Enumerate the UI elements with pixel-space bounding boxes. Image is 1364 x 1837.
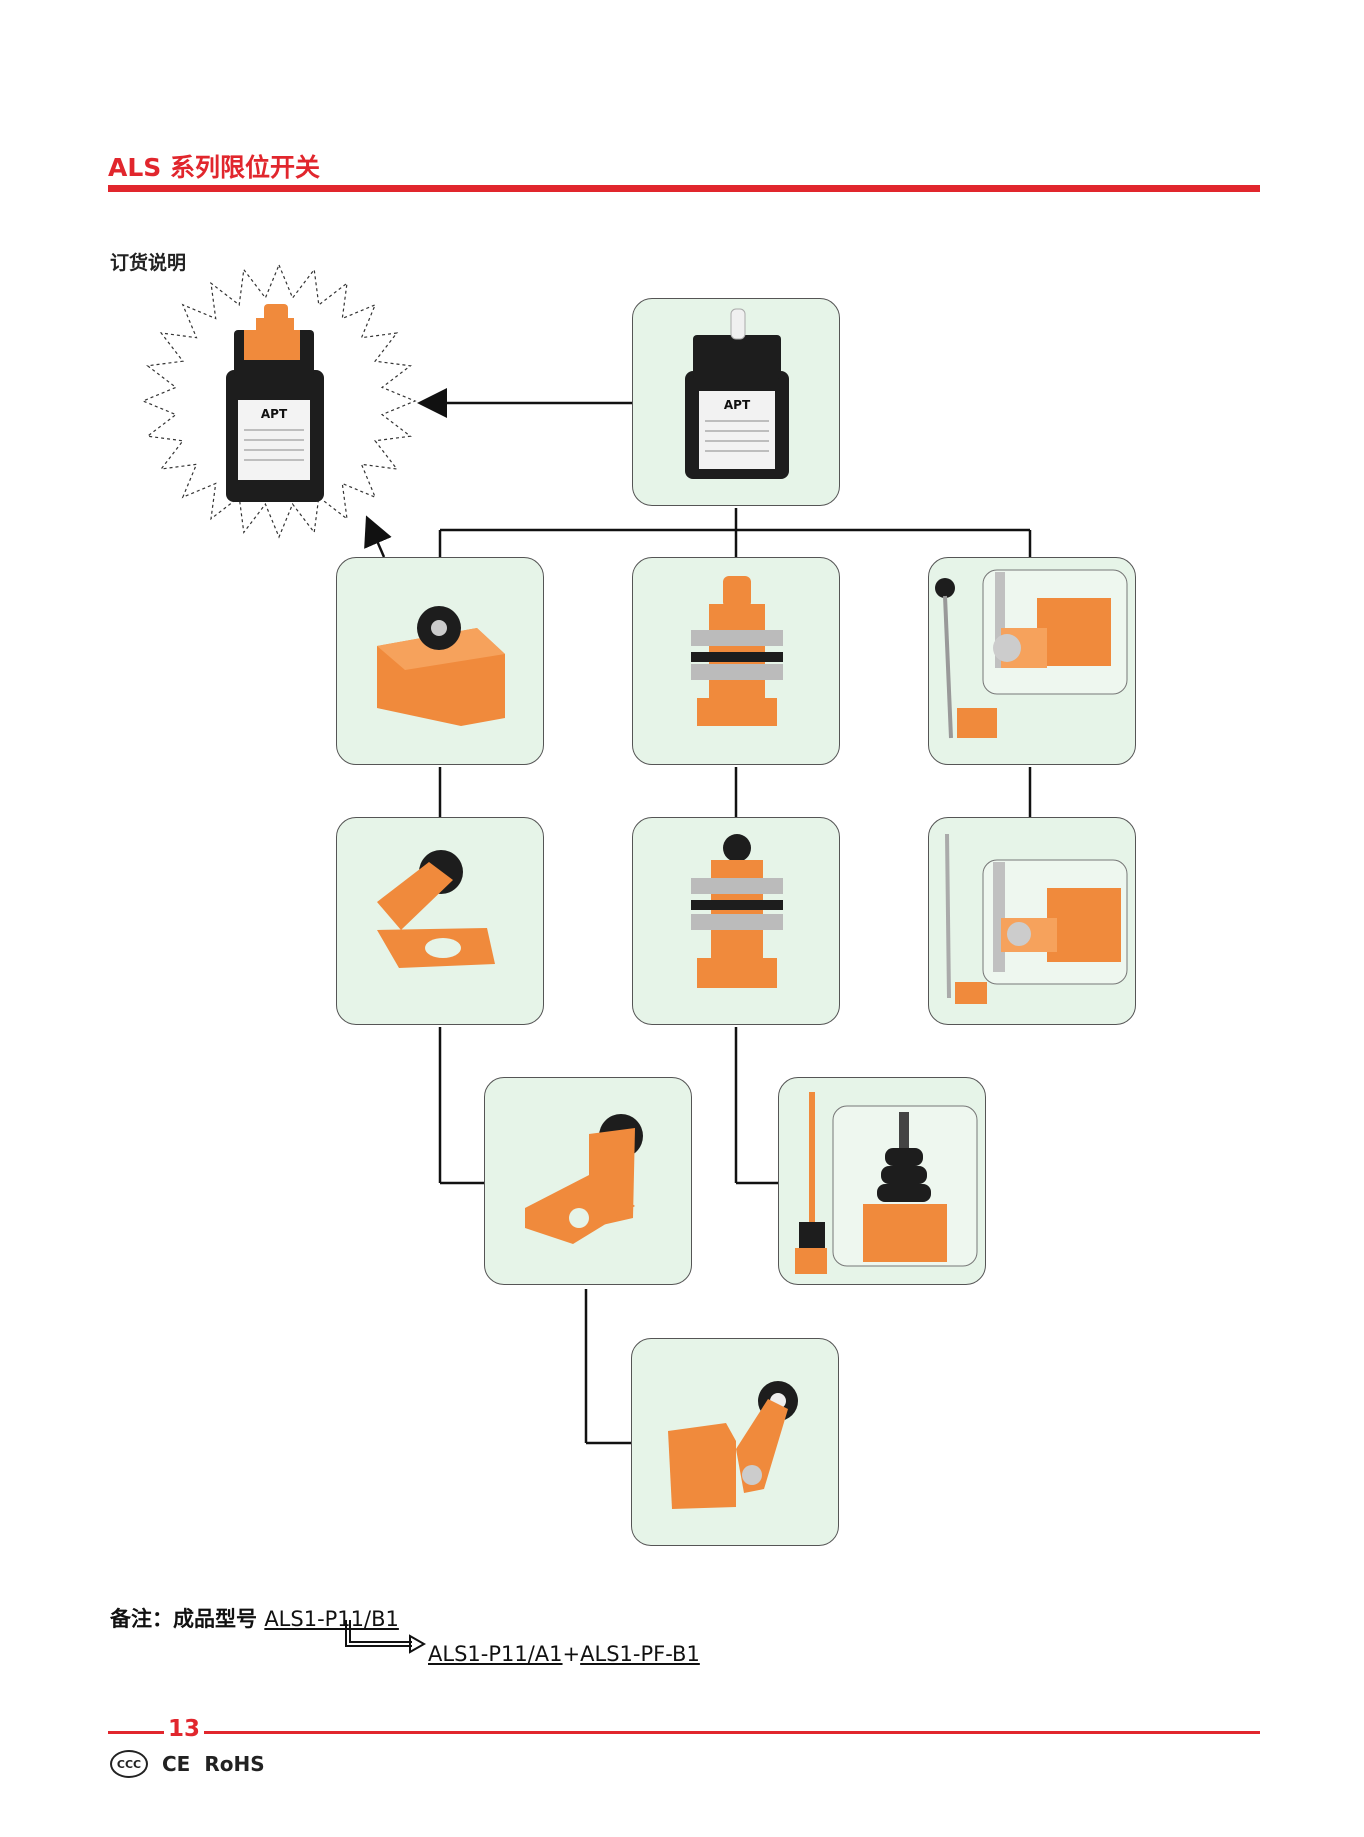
base-switch-box[interactable]: APT [632, 298, 840, 506]
spring-rod-image [795, 1092, 978, 1274]
panel-plunger-image [691, 576, 783, 726]
brand-label: APT [724, 398, 751, 412]
adjustable-rod-lever-image [935, 569, 1128, 739]
page-number: 13 [168, 1716, 201, 1742]
note-part-a: ALS1-P11/A1 [428, 1642, 563, 1666]
roller-plunger-head-image [377, 606, 505, 726]
note-part-b: ALS1-PF-B1 [580, 1642, 700, 1666]
actuator-straight-rod-box[interactable] [928, 817, 1136, 1025]
footer-rule-left [108, 1731, 164, 1734]
note-label: 备注：成品型号 [110, 1607, 257, 1631]
actuator-spring-rod-box[interactable] [778, 1077, 986, 1285]
rohs-mark: RoHS [204, 1752, 265, 1776]
straight-rod-lever-image [945, 833, 1128, 1004]
brand-label: APT [261, 407, 288, 421]
rotary-lever-image [668, 1381, 798, 1509]
actuator-rotary-lever-box[interactable] [631, 1338, 839, 1546]
actuator-plunger-nut-box[interactable] [632, 557, 840, 765]
split-arrow-icon [345, 1620, 427, 1654]
certification-marks: CCC CE RoHS [110, 1750, 265, 1778]
title-rule [108, 185, 1260, 192]
page-title: ALS 系列限位开关 [108, 153, 320, 182]
actuator-roller-plunger-box[interactable] [336, 557, 544, 765]
actuator-rod-lever-box[interactable] [928, 557, 1136, 765]
ce-mark-icon: CE [162, 1752, 191, 1776]
order-note: 备注：成品型号 ALS1-P11/B1 [110, 1603, 399, 1633]
angled-roller-arm-image [377, 850, 495, 968]
footer-rule-right [204, 1731, 1260, 1734]
order-note-parts: ALS1-P11/A1+ALS1-PF-B1 [428, 1642, 700, 1666]
panel-roller-plunger-image [691, 834, 783, 988]
assembled-switch-starburst: APT [141, 263, 417, 539]
actuator-roller-bracket-box[interactable] [484, 1077, 692, 1285]
base-switch-image: APT [685, 308, 789, 479]
note-plus: + [562, 1642, 581, 1666]
note-model: ALS1-P11/B1 [264, 1607, 399, 1631]
section-subtitle: 订货说明 [110, 252, 187, 274]
ccc-mark-icon: CCC [110, 1750, 148, 1778]
roller-bracket-image [525, 1114, 643, 1244]
actuator-roller-arm-box[interactable] [336, 817, 544, 1025]
actuator-roller-nut-box[interactable] [632, 817, 840, 1025]
